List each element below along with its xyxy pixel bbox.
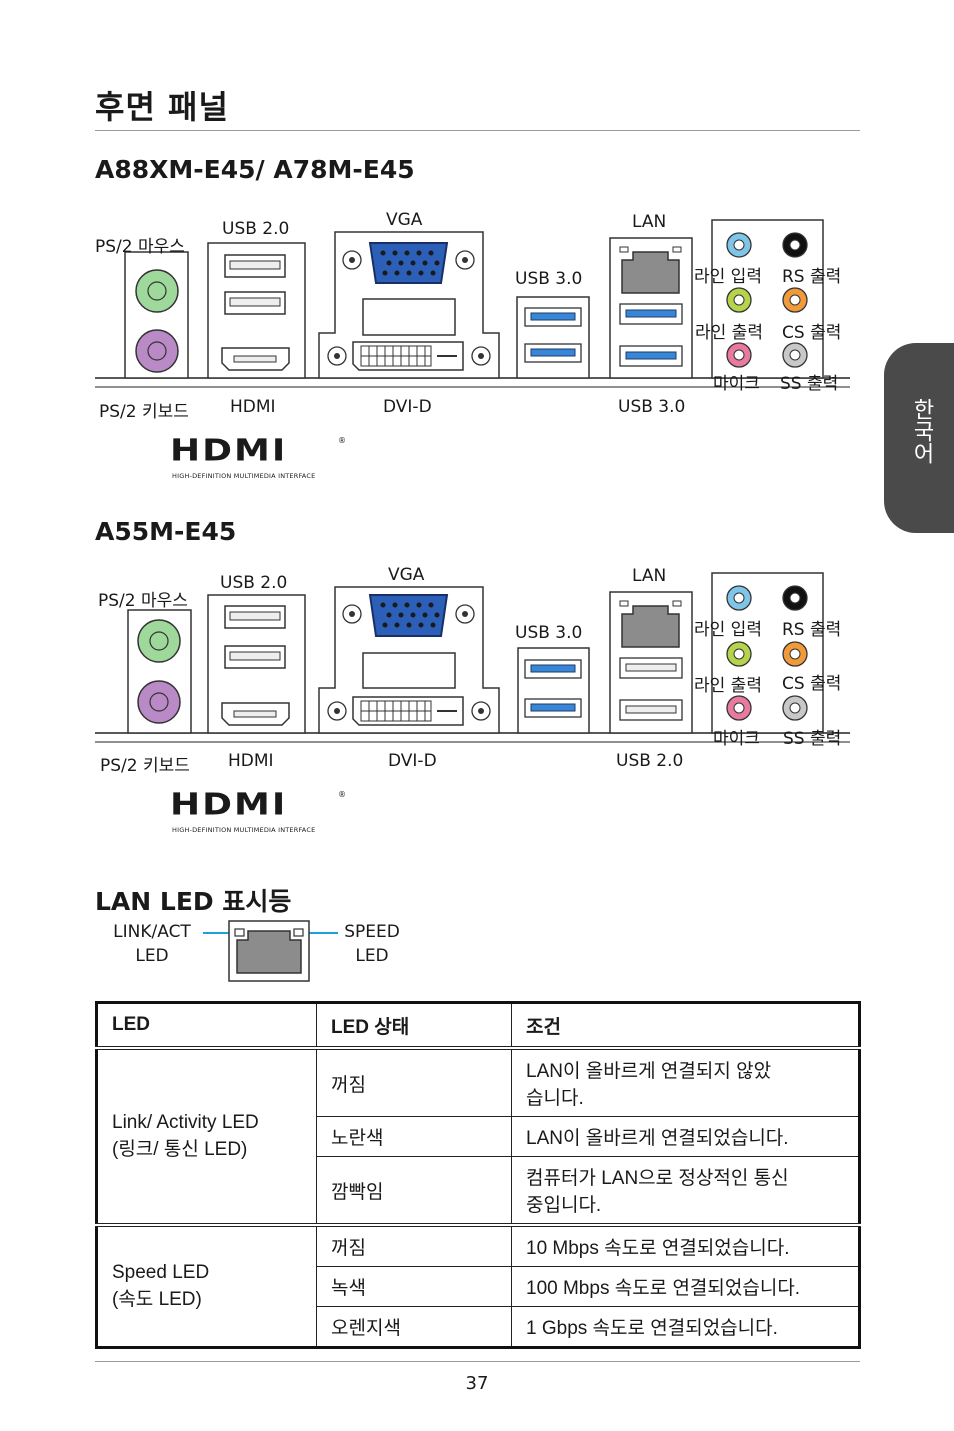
table-header-led: LED [96, 1002, 317, 1049]
p1-label-lan: LAN [632, 212, 667, 232]
p2-label-ps2-mouse: PS/2 마우스 [98, 591, 188, 611]
hdmi-logo-word-2: HDMI [170, 787, 288, 823]
table-row: 녹색 100 Mbps 속도로 연결되었습니다. [97, 1266, 860, 1307]
p2-label-cs-out: CS 출력 [782, 674, 842, 694]
p1-label-usb30-top: USB 3.0 [515, 269, 583, 289]
p1-label-rs-out: RS 출력 [782, 267, 842, 287]
p1-label-ps2-mouse: PS/2 마우스 [95, 237, 185, 257]
state-cell: 꺼짐 [316, 1223, 512, 1267]
speed-led-line2: (속도 LED) [112, 1289, 202, 1310]
p2-label-ss-out: SS 출력 [783, 729, 842, 749]
condition-line2: 중입니다. [526, 1195, 602, 1216]
table-header-state: LED 상태 [316, 1002, 512, 1049]
p2-ps2-keyboard-port [137, 680, 181, 724]
p2-label-ps2-keyboard: PS/2 키보드 [100, 756, 190, 776]
p1-label-cs-out: CS 출력 [782, 323, 842, 343]
state-cell: 녹색 [316, 1266, 512, 1307]
led-status-table: LED LED 상태 조건 Link/ Activity LED (링크/ 통신… [95, 1001, 861, 1349]
speed-line1: SPEED [344, 922, 400, 942]
condition-cell: 1 Gbps 속도로 연결되었습니다. [511, 1306, 860, 1348]
p1-label-line-in: 라인 입력 [694, 267, 762, 287]
state-cell: 오렌지색 [316, 1306, 512, 1348]
page-title: 후면 패널 [95, 88, 229, 126]
p1-label-ss-out: SS 출력 [780, 374, 839, 394]
speed-led-cell: Speed LED (속도 LED) [96, 1223, 317, 1348]
hdmi-logo-mark: ® [338, 436, 346, 445]
lan-jack [236, 930, 302, 974]
p2-label-usb-bottom: USB 2.0 [616, 751, 684, 771]
language-side-tab[interactable] [884, 343, 954, 533]
panel2-model-title: A55M-E45 [95, 517, 237, 546]
table-header-condition: 조건 [511, 1002, 860, 1049]
condition-cell: 컴퓨터가 LAN으로 정상적인 통신 중입니다. [511, 1156, 860, 1226]
hdmi-logo-tagline: HIGH-DEFINITION MULTIMEDIA INTERFACE [172, 472, 316, 480]
p1-label-ps2-keyboard: PS/2 키보드 [99, 402, 189, 422]
lan-led-diagram [203, 920, 338, 982]
p1-label-vga: VGA [386, 210, 423, 230]
table-row: 노란색 LAN이 올바르게 연결되었습니다. [97, 1116, 860, 1157]
link-act-line1: LINK/ACT [113, 922, 191, 942]
table-row: Speed LED (속도 LED) 꺼짐 10 Mbps 속도로 연결되었습니… [96, 1223, 860, 1348]
link-act-led-label: LINK/ACT LED [106, 920, 198, 968]
p2-label-usb30-top: USB 3.0 [515, 623, 583, 643]
table-header-row: LED LED 상태 조건 [96, 1002, 860, 1049]
language-side-tab-label: 한국어 [909, 398, 934, 464]
p2-label-line-in: 라인 입력 [694, 620, 762, 640]
p2-label-lan: LAN [632, 566, 667, 586]
table-row: 오렌지색 1 Gbps 속도로 연결되었습니다. [97, 1306, 860, 1348]
condition-cell: LAN이 올바르게 연결되지 않았 습니다. [511, 1046, 860, 1117]
p2-label-vga: VGA [388, 565, 425, 585]
hdmi-logo-tagline-2: HIGH-DEFINITION MULTIMEDIA INTERFACE [172, 826, 316, 834]
link-act-led [234, 928, 245, 937]
hdmi-logo-2: HDMI ® HIGH-DEFINITION MULTIMEDIA INTERF… [170, 790, 350, 836]
p2-label-dvid: DVI-D [388, 751, 437, 771]
hdmi-logo-word: HDMI [170, 433, 288, 469]
condition-line1: 컴퓨터가 LAN으로 정상적인 통신 [526, 1168, 789, 1189]
p2-label-line-out: 라인 출력 [694, 676, 762, 696]
state-cell: 깜빡임 [316, 1156, 512, 1226]
p1-label-hdmi: HDMI [230, 397, 276, 417]
ps2-keyboard-port [135, 329, 179, 373]
table-row: Link/ Activity LED (링크/ 통신 LED) 꺼짐 LAN이 … [96, 1046, 860, 1226]
p1-label-usb-bottom: USB 3.0 [618, 397, 686, 417]
link-act-line2: LED [135, 946, 169, 966]
hdmi-logo-1: HDMI ® HIGH-DEFINITION MULTIMEDIA INTERF… [170, 436, 350, 482]
hdmi-logo-mark-2: ® [338, 790, 346, 799]
lan-port [621, 251, 680, 294]
condition-cell: LAN이 올바르게 연결되었습니다. [511, 1116, 860, 1157]
state-cell: 꺼짐 [316, 1046, 512, 1117]
p2-ps2-mouse-port [137, 619, 181, 663]
speed-led [293, 928, 304, 937]
condition-cell: 10 Mbps 속도로 연결되었습니다. [511, 1223, 860, 1267]
panel1-model-title: A88XM-E45/ A78M-E45 [95, 155, 415, 184]
p1-label-mic: 마이크 [713, 374, 760, 394]
p2-label-hdmi: HDMI [228, 751, 274, 771]
vga-port [368, 242, 449, 284]
p1-label-usb20: USB 2.0 [222, 219, 290, 239]
lan-led-title: LAN LED 표시등 [95, 887, 292, 916]
p2-label-usb20: USB 2.0 [220, 573, 288, 593]
speed-line2: LED [355, 946, 389, 966]
page-number: 37 [465, 1373, 489, 1394]
panel2-rear-io-diagram [95, 572, 850, 743]
link-led-line2: (링크/ 통신 LED) [112, 1139, 248, 1160]
p1-label-line-out: 라인 출력 [695, 323, 763, 343]
speed-led-label: SPEED LED [338, 920, 406, 968]
p2-label-mic: 마이크 [713, 729, 760, 749]
p1-label-dvid: DVI-D [383, 397, 432, 417]
speed-led-line1: Speed LED [112, 1262, 210, 1283]
p2-label-rs-out: RS 출력 [782, 620, 842, 640]
state-cell: 노란색 [316, 1116, 512, 1157]
condition-cell: 100 Mbps 속도로 연결되었습니다. [511, 1266, 860, 1307]
footer-rule [95, 1361, 860, 1362]
title-rule [95, 130, 860, 131]
condition-line2: 습니다. [526, 1088, 584, 1109]
ps2-mouse-port [135, 269, 179, 313]
condition-line1: LAN이 올바르게 연결되지 않았 [526, 1061, 772, 1082]
link-led-line1: Link/ Activity LED [112, 1112, 259, 1133]
panel1-rear-io-diagram [95, 219, 850, 388]
link-led-cell: Link/ Activity LED (링크/ 통신 LED) [96, 1046, 317, 1226]
